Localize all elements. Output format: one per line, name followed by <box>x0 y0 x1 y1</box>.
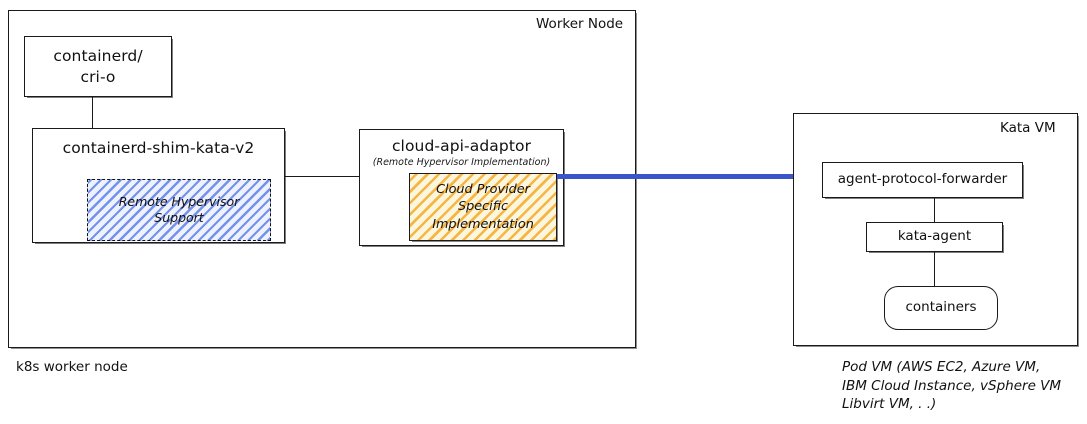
containerd-cri-o-box[interactable]: containerd/ cri-o <box>24 36 173 98</box>
cloud-provider-line1: Cloud Provider <box>436 182 530 198</box>
containers-title: containers <box>905 299 977 316</box>
containers-box[interactable]: containers <box>884 286 998 330</box>
cloud-provider-specific-implementation-box[interactable]: Cloud Provider Specific Implementation <box>409 173 558 242</box>
kata-agent-title: kata-agent <box>897 228 972 245</box>
agent-protocol-forwarder-box[interactable]: agent-protocol-forwarder <box>822 162 1024 199</box>
kata-vm-label: Kata VM <box>1000 120 1056 136</box>
worker-node-label: Worker Node <box>536 16 624 32</box>
remote-hypervisor-support-line1: Remote Hypervisor <box>118 193 240 209</box>
connector-forwarder-to-kata-agent <box>934 198 935 222</box>
cloud-provider-line2: Specific <box>457 199 508 215</box>
remote-hypervisor-support-line2: Support <box>154 210 204 225</box>
k8s-worker-node-caption: k8s worker node <box>16 359 128 375</box>
adaptor-subtitle: (Remote Hypervisor Implementation) <box>372 157 551 169</box>
shim-title: containerd-shim-kata-v2 <box>62 139 255 157</box>
containerd-label-line1: containerd/ <box>53 47 143 66</box>
containerd-label-line2: cri-o <box>80 67 116 86</box>
connector-shim-to-adaptor <box>285 176 360 177</box>
adaptor-title: cloud-api-adaptor <box>391 137 532 155</box>
connector-containerd-to-shim <box>92 97 93 128</box>
cloud-provider-line3: Implementation <box>432 216 534 232</box>
connector-kata-agent-to-containers <box>934 252 935 286</box>
pod-vm-caption: Pod VM (AWS EC2, Azure VM, IBM Cloud Ins… <box>842 359 1062 413</box>
forwarder-title: agent-protocol-forwarder <box>837 171 1008 188</box>
kata-agent-box[interactable]: kata-agent <box>866 222 1004 253</box>
remote-hypervisor-support-box[interactable]: Remote Hypervisor Support <box>87 179 271 241</box>
connector-adaptor-to-forwarder-blue <box>557 174 823 179</box>
